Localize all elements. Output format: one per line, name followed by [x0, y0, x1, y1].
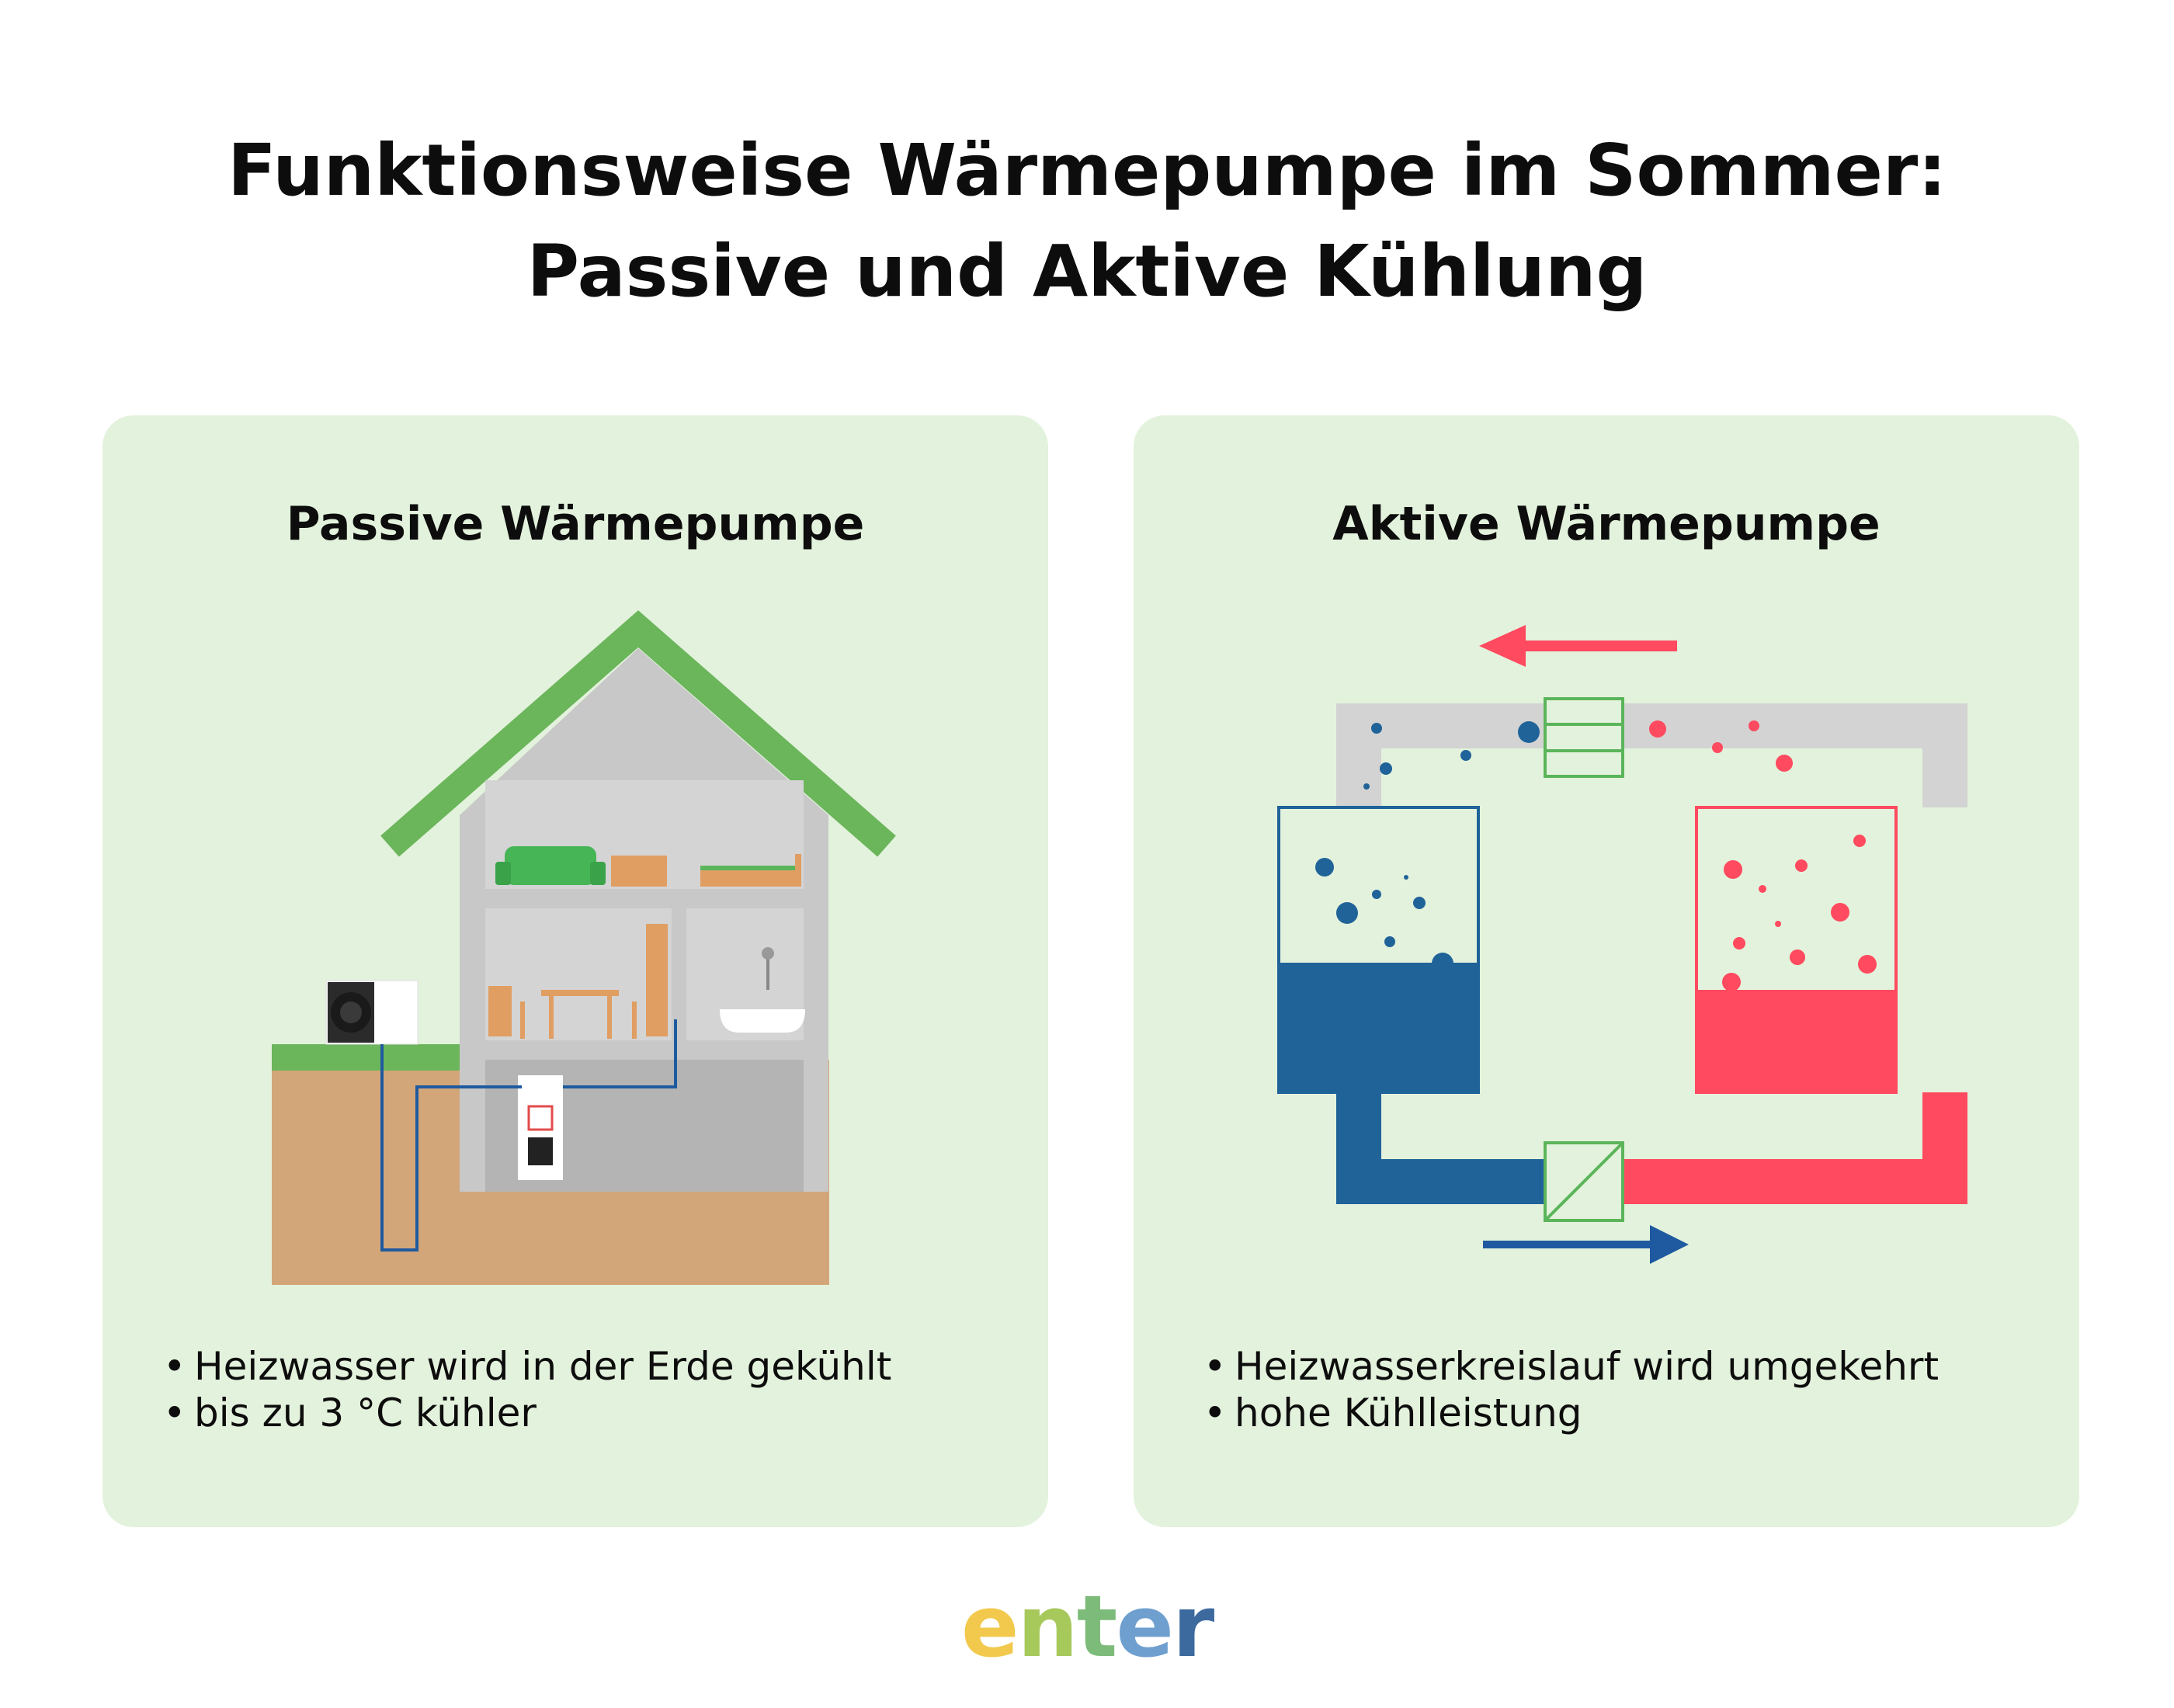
passive-bullet-2-text: bis zu 3 °C kühler [194, 1390, 537, 1435]
active-bullet-1: •Heizwasserkreislauf wird umgekehrt [1203, 1343, 1939, 1390]
cabinet-icon [611, 856, 667, 887]
cold-tank [1277, 806, 1480, 1094]
logo-letter-e2: e [1116, 1577, 1174, 1676]
outdoor-unit-icon [325, 980, 418, 1045]
cold-pipe-bottom [1336, 1092, 1545, 1204]
logo-letter-t: t [1076, 1577, 1118, 1676]
hot-pipe-bottom [1623, 1092, 1967, 1204]
expansion-valve-icon [1544, 697, 1624, 778]
passive-bullet-2: •bis zu 3 °C kühler [163, 1390, 891, 1436]
logo-letter-n: n [1017, 1577, 1078, 1676]
active-bullet-1-text: Heizwasserkreislauf wird umgekehrt [1235, 1344, 1940, 1389]
indoor-unit-icon [518, 1075, 563, 1180]
ground-pipe [380, 1044, 522, 1251]
bullet-dot: • [1203, 1344, 1227, 1389]
active-bullet-2: •hohe Kühlleistung [1203, 1390, 1939, 1436]
passive-bullet-1: •Heizwasser wird in der Erde gekühlt [163, 1343, 891, 1390]
cold-bubbles-pipe [1363, 721, 1540, 790]
bullet-dot: • [1203, 1390, 1227, 1435]
hot-bubbles-pipe [1649, 720, 1793, 772]
bed-icon [700, 854, 801, 887]
roof [380, 610, 896, 857]
passive-bullet-1-text: Heizwasser wird in der Erde gekühlt [194, 1344, 892, 1389]
enter-logo: enter [0, 1580, 2174, 1673]
gas-pipe [1336, 703, 1967, 807]
active-bullet-list: •Heizwasserkreislauf wird umgekehrt •hoh… [1203, 1343, 1939, 1436]
title-line-2: Passive und Aktive Kühlung [526, 230, 1648, 313]
arrow-left-icon [1479, 625, 1677, 667]
dining-table-icon [488, 986, 637, 1039]
heat-exchanger-icon [1544, 1141, 1624, 1222]
logo-letter-e1: e [960, 1577, 1019, 1676]
sofa-icon [495, 846, 606, 885]
wardrobe-icon [646, 924, 668, 1036]
bathtub-icon [720, 947, 805, 1033]
passive-bullet-list: •Heizwasser wird in der Erde gekühlt •bi… [163, 1343, 891, 1436]
hot-tank [1695, 806, 1898, 1094]
active-cycle-illustration [1277, 625, 1967, 1264]
logo-letter-r: r [1172, 1577, 1214, 1676]
arrow-right-icon [1483, 1225, 1689, 1264]
active-bullet-2-text: hohe Kühlleistung [1235, 1390, 1582, 1435]
page-title: Funktionsweise Wärmepumpe im Sommer: Pas… [0, 120, 2174, 322]
middle-room-left [485, 908, 672, 1040]
passive-panel: Passive Wärmepumpe [102, 415, 1048, 1527]
title-line-1: Funktionsweise Wärmepumpe im Sommer: [227, 129, 1947, 212]
passive-heading: Passive Wärmepumpe [286, 497, 865, 551]
heating-pipe [563, 1019, 677, 1088]
bullet-dot: • [163, 1390, 186, 1435]
passive-house-illustration [272, 610, 896, 1285]
bullet-dot: • [163, 1344, 186, 1389]
active-panel: Aktive Wärmepumpe [1134, 415, 2079, 1527]
active-heading: Aktive Wärmepumpe [1332, 497, 1881, 551]
